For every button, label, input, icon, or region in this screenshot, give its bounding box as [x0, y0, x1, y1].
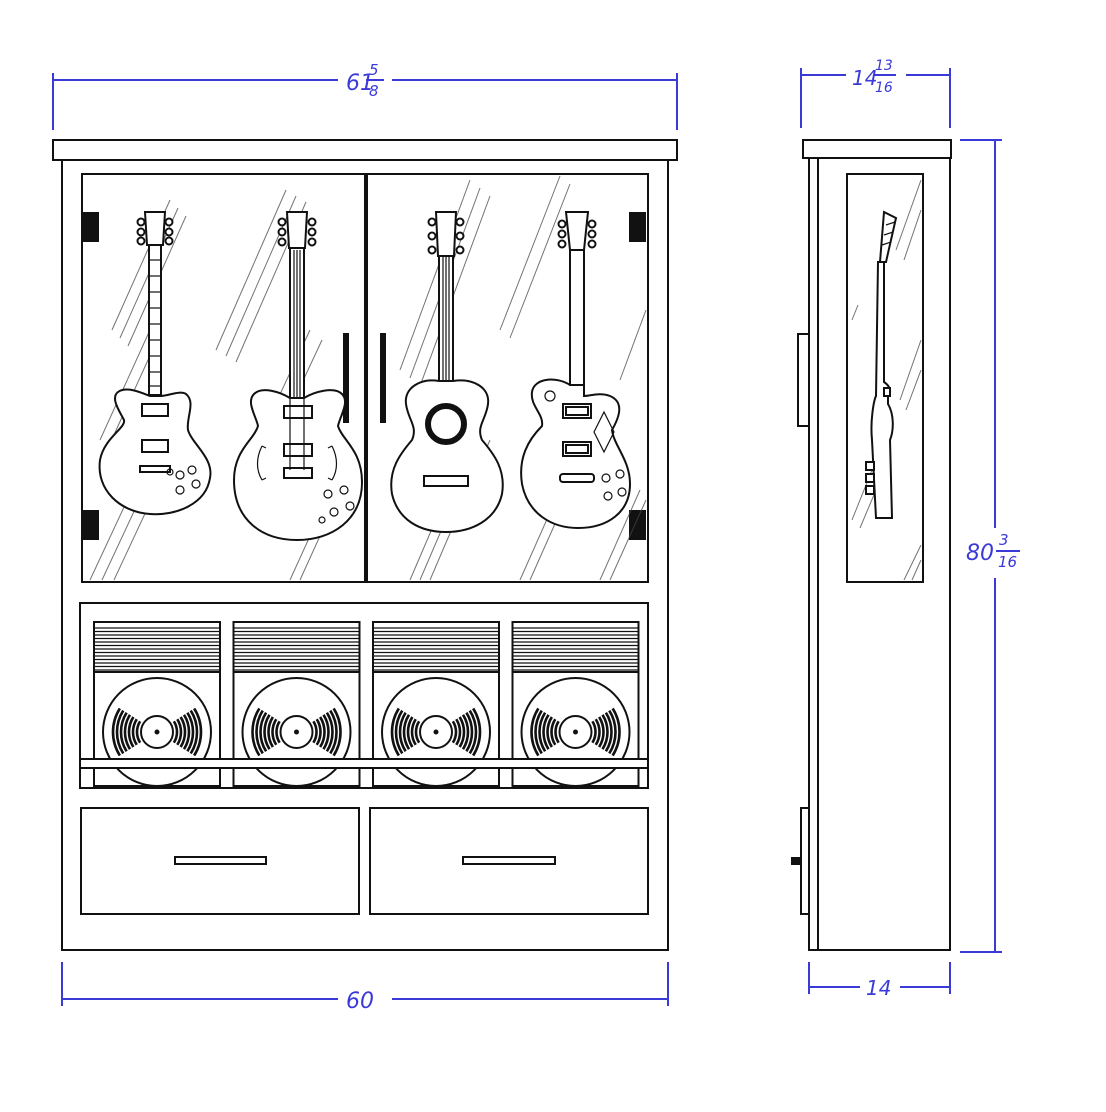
dimension-height: 80 3 16	[960, 139, 1020, 953]
door-pull-right	[380, 333, 386, 423]
record-rail	[79, 758, 649, 769]
side-crown	[802, 139, 952, 159]
side-drawer-knob	[791, 857, 801, 865]
electric-guitar-1	[98, 211, 212, 516]
drawer-right-pull	[462, 856, 556, 865]
dim-bottom-width: 60	[346, 989, 374, 1014]
hollow-body-guitar	[232, 211, 364, 542]
side-view	[791, 139, 952, 951]
dim-side-depth-numerator: 13	[875, 58, 893, 74]
hinge-top-right	[629, 212, 646, 242]
side-drawer-front	[800, 807, 810, 915]
front-crown	[52, 139, 678, 161]
glass-door-right	[366, 173, 649, 583]
hinge-top-left	[82, 212, 99, 242]
dim-top-width-numerator: 5	[369, 61, 379, 79]
dim-height-whole: 80	[966, 541, 994, 566]
dimension-side-top-depth: 14 13 16	[800, 58, 951, 128]
dim-side-depth-whole: 14	[852, 66, 877, 90]
hinge-bottom-left	[82, 510, 99, 540]
dim-height-numerator: 3	[999, 531, 1009, 549]
side-window	[846, 173, 924, 583]
vinyl-record	[381, 677, 491, 787]
hinge-bottom-right	[629, 510, 646, 540]
vinyl-record	[102, 677, 212, 787]
dim-top-width-denominator: 8	[369, 82, 379, 100]
guitar-side-profile	[865, 210, 898, 519]
front-view	[52, 139, 678, 951]
drawer-left	[80, 807, 360, 915]
drawer-right	[369, 807, 649, 915]
les-paul-guitar	[520, 211, 632, 530]
vinyl-record	[520, 677, 631, 787]
dim-side-depth-denominator: 16	[875, 80, 893, 96]
record-bin-frame	[79, 602, 649, 789]
dim-side-bottom-depth: 14	[866, 976, 891, 1000]
dimension-side-bottom-depth: 14	[808, 962, 951, 1000]
vinyl-record	[241, 677, 352, 787]
dim-top-width-whole: 61	[346, 71, 374, 96]
dimension-top-width: 61 5 8	[52, 61, 678, 130]
dimension-bottom-width: 60	[61, 962, 669, 1014]
drawer-left-pull	[174, 856, 267, 865]
side-carcass	[808, 157, 951, 951]
acoustic-guitar	[390, 211, 504, 534]
glass-door-left	[81, 173, 366, 583]
dim-height-denominator: 16	[998, 553, 1017, 571]
front-carcass	[61, 159, 669, 951]
door-pull-left	[343, 333, 349, 423]
side-door-pull	[797, 333, 810, 427]
